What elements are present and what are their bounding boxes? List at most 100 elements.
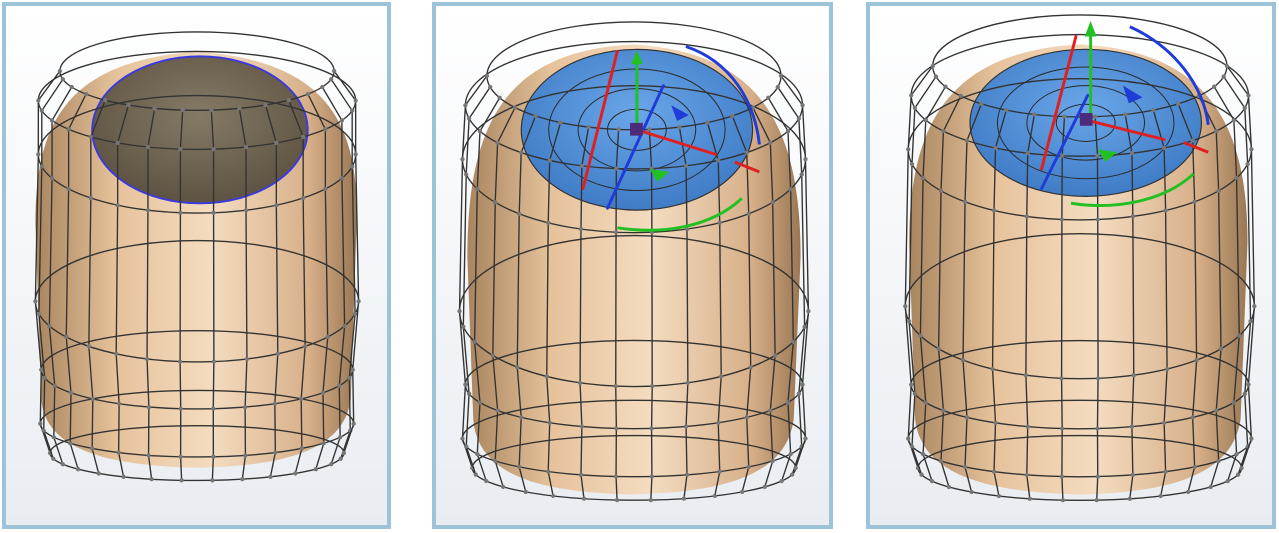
cage-vertex <box>178 147 183 152</box>
cage-vertex <box>1234 451 1239 457</box>
cage-vertex <box>991 469 997 474</box>
cage-vertex <box>263 102 268 108</box>
cage-vertex <box>342 323 347 329</box>
cage-vertex <box>930 63 935 69</box>
barrel-model-face-rotated[interactable] <box>870 6 1272 525</box>
cage-vertex <box>75 467 81 472</box>
cage-vertex <box>906 147 911 152</box>
cage-vertex <box>1225 478 1230 484</box>
cage-vertex <box>519 150 524 155</box>
rotation-ring-icon[interactable] <box>685 45 761 145</box>
cage-vertex <box>1176 101 1181 107</box>
cage-vertex <box>990 366 995 372</box>
cage-vertex <box>1163 208 1168 213</box>
cage-vertex <box>145 144 151 150</box>
cage-vertex <box>1024 214 1029 219</box>
cage-vertex <box>1245 161 1250 167</box>
cage-vertex <box>240 476 245 482</box>
cage-vertex <box>579 424 585 429</box>
rotation-ring-icon[interactable] <box>1129 25 1210 125</box>
cage-vertex <box>320 390 326 395</box>
cage-vertex <box>68 390 74 395</box>
cage-vertex <box>719 374 724 379</box>
rotation-ring-icon[interactable] <box>1183 141 1209 154</box>
cage-vertex <box>929 478 935 484</box>
cage-vertex <box>64 334 69 340</box>
cage-vertex <box>146 453 151 458</box>
cage-vertex <box>519 415 524 420</box>
cage-vertex <box>1060 153 1065 158</box>
cage-vertex <box>1208 484 1213 490</box>
cage-vertex <box>60 462 65 467</box>
cage-vertex <box>1095 376 1101 381</box>
triad-manipulator-icon[interactable] <box>1040 20 1166 191</box>
cage-vertex <box>39 367 44 372</box>
cage-vertex <box>490 353 495 358</box>
cage-vertex <box>909 444 915 449</box>
viewport-face-rotated[interactable] <box>866 2 1276 529</box>
cage-vertex <box>1212 84 1217 89</box>
cage-vertex <box>799 172 804 177</box>
cage-vertex <box>1246 93 1251 98</box>
cage-vertex <box>802 324 807 329</box>
cage-vertex <box>96 471 101 476</box>
viewport-face-selected[interactable] <box>432 2 833 529</box>
cage-vertex <box>941 408 946 413</box>
cage-vertex <box>1094 497 1099 503</box>
cage-vertex <box>146 404 152 410</box>
cage-vertex <box>477 129 483 134</box>
cage-vertex <box>1190 415 1195 420</box>
cage-vertex <box>712 493 717 499</box>
cage-vertex <box>1190 138 1195 143</box>
cage-vertex <box>52 383 57 388</box>
cage-vertex <box>1004 107 1009 113</box>
cage-vertex <box>178 406 183 411</box>
cage-vertex <box>685 380 691 385</box>
cage-vertex <box>244 356 250 362</box>
cage-vertex <box>1239 465 1244 471</box>
cage-vertex <box>272 401 278 406</box>
cage-vertex <box>1249 147 1254 152</box>
cage-vertex <box>463 103 468 108</box>
cage-vertex <box>179 478 184 483</box>
cage-vertex <box>1163 469 1168 474</box>
barrel-model-face-selected[interactable] <box>436 6 829 525</box>
viewport-open-top[interactable] <box>2 2 391 529</box>
cage-vertex <box>1095 426 1100 431</box>
cage-vertex <box>991 208 997 213</box>
cage-vertex <box>86 344 92 349</box>
cage-vertex <box>325 334 330 340</box>
open-top-opening <box>91 55 309 205</box>
cage-vertex <box>683 424 689 429</box>
cage-vertex <box>42 375 47 381</box>
rotation-ring-icon[interactable] <box>617 197 743 232</box>
cage-vertex <box>779 478 784 484</box>
cage-vertex <box>806 308 811 314</box>
rotation-ring-icon[interactable] <box>734 160 760 174</box>
cage-vertex <box>1242 105 1247 111</box>
cage-vertex <box>473 472 478 477</box>
cage-vertex <box>762 484 767 490</box>
cage-vertex <box>152 106 157 111</box>
cage-vertex <box>793 465 798 471</box>
rotation-ring-icon[interactable] <box>1070 172 1195 207</box>
barrel-model-open-top[interactable] <box>6 6 387 525</box>
cage-vertex <box>716 158 721 163</box>
cage-vertex <box>586 124 591 130</box>
triad-manipulator-icon[interactable] <box>581 49 717 210</box>
cage-vertex <box>338 456 343 461</box>
cage-vertex <box>464 444 469 449</box>
cage-vertex <box>211 359 217 364</box>
cage-vertex <box>920 175 926 181</box>
cage-vertex <box>460 436 465 441</box>
cage-vertex <box>149 476 154 482</box>
cage-vertex <box>461 324 466 329</box>
cage-vertex <box>941 128 946 134</box>
cage-vertex <box>331 68 337 74</box>
cage-vertex <box>791 339 796 344</box>
cage-vertex <box>748 364 753 370</box>
cage-vertex <box>466 116 472 121</box>
cage-vertex <box>1214 408 1219 413</box>
cage-vertex <box>1023 373 1029 378</box>
cage-vertex <box>305 91 311 97</box>
